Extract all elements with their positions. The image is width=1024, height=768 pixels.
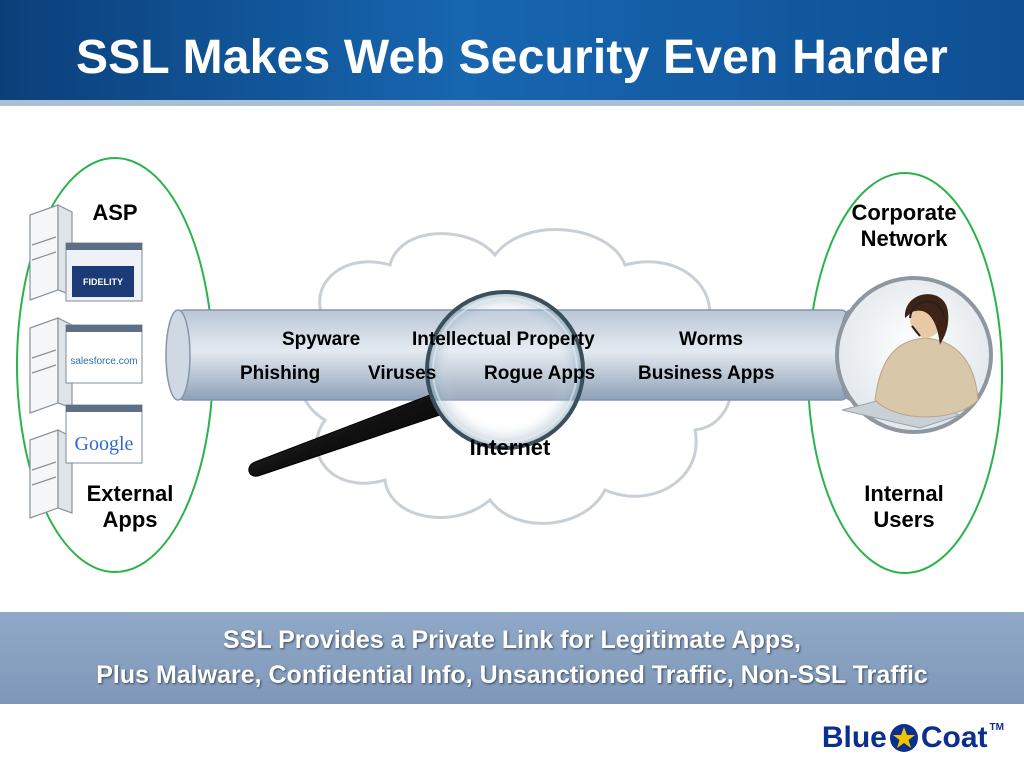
network-label: Network xyxy=(860,226,948,251)
footer-line-1: SSL Provides a Private Link for Legitima… xyxy=(223,626,801,654)
internal-label: Internal xyxy=(864,481,944,506)
salesforce-thumb-text: salesforce.com xyxy=(70,356,137,367)
browser-thumbnail-fidelity: FIDELITY xyxy=(65,242,143,302)
internet-label: Internet xyxy=(469,435,551,460)
pipe-label-worms: Worms xyxy=(679,329,744,350)
badge-star-icon xyxy=(889,724,918,752)
pipe-label-intellectual-property: Intellectual Property xyxy=(412,329,595,350)
logo-text-right: Coat xyxy=(920,721,988,754)
browser-thumbnail-google: Google xyxy=(65,404,143,464)
server-icon xyxy=(29,317,73,414)
pipe-label-business-apps: Business Apps xyxy=(638,363,775,384)
asp-label: ASP xyxy=(92,200,138,225)
apps-label: Apps xyxy=(102,507,158,532)
logo-trademark: TM xyxy=(989,722,1004,733)
logo-text-left: Blue xyxy=(821,721,887,754)
fidelity-thumb-text: FIDELITY xyxy=(83,277,123,287)
slide-title: SSL Makes Web Security Even Harder xyxy=(75,31,949,84)
corporate-label: Corporate xyxy=(851,200,957,225)
pipe-label-phishing: Phishing xyxy=(240,363,321,384)
users-label: Users xyxy=(873,507,935,532)
footer-banner xyxy=(0,612,1024,704)
internal-user-avatar xyxy=(835,276,993,434)
browser-thumbnail-salesforce: salesforce.com xyxy=(65,324,143,384)
external-label: External xyxy=(86,481,174,506)
bluecoat-logo: Blue Coat TM xyxy=(822,718,1004,758)
title-divider xyxy=(0,100,1024,106)
pipe-label-viruses: Viruses xyxy=(368,363,437,384)
title-bar xyxy=(0,0,1024,100)
footer-line-2: Plus Malware, Confidential Info, Unsanct… xyxy=(96,661,928,689)
pipe-label-spyware: Spyware xyxy=(282,329,361,350)
pipe-label-rogue-apps: Rogue Apps xyxy=(484,363,596,384)
google-thumb-text: Google xyxy=(75,433,134,455)
magnifier-icon xyxy=(248,290,585,477)
